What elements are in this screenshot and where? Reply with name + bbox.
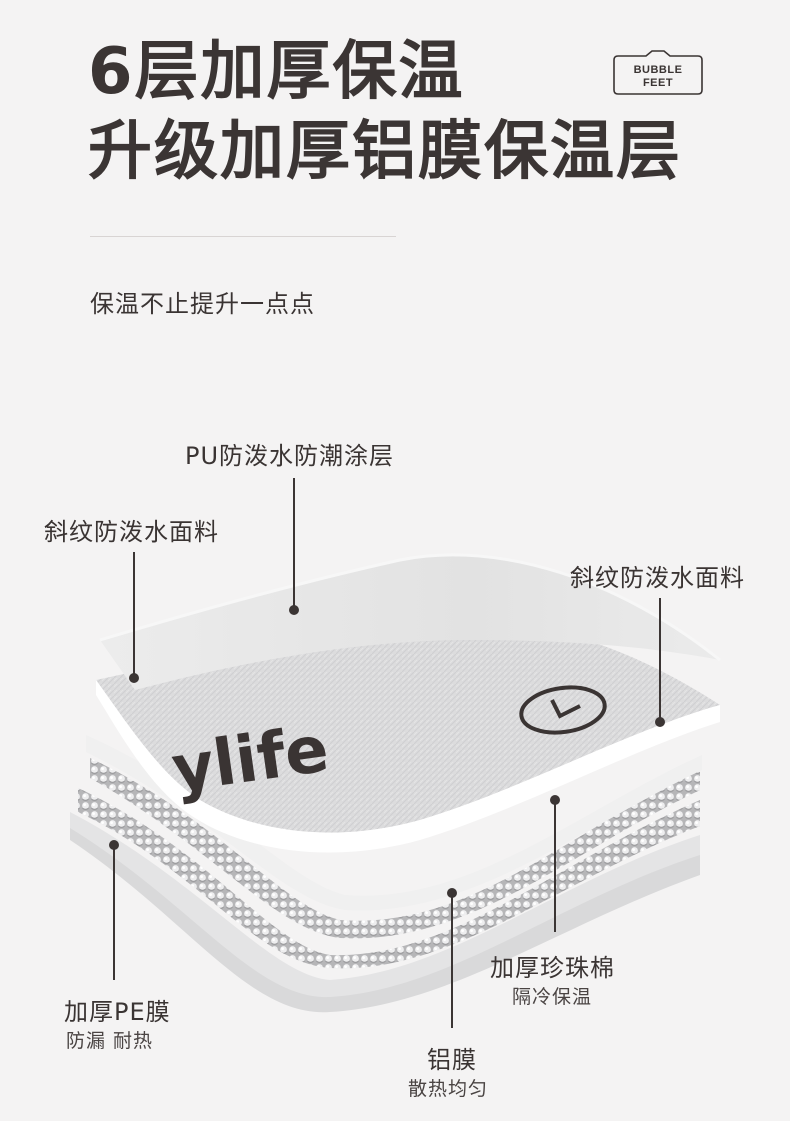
headline-line-1: 6层加厚保温: [88, 35, 465, 109]
headline-line-2: 升级加厚铝膜保温层: [88, 115, 682, 189]
label-aluminum-film-desc: 散热均匀: [408, 1078, 489, 1100]
label-twill-right: 斜纹防泼水面料: [570, 564, 745, 592]
brand-logo-line-1: BUBBLE: [633, 64, 683, 76]
subtitle: 保温不止提升一点点: [90, 290, 315, 318]
fabric-clock-print: [519, 685, 607, 735]
pe-film-layer: [70, 822, 700, 1013]
label-pe-film: 加厚PE膜: [64, 998, 171, 1026]
aluminum-foil-layer: [78, 788, 700, 969]
label-pu-coating: PU防泼水防潮涂层: [185, 442, 395, 470]
twill-fabric-layer: [96, 618, 720, 833]
label-twill-left: 斜纹防泼水面料: [44, 518, 219, 546]
pu-coating-layer: [100, 554, 720, 690]
brand-logo: BUBBLE FEET: [612, 50, 704, 96]
label-aluminum-film: 铝膜: [427, 1046, 477, 1074]
label-pe-film-desc: 防漏 耐热: [66, 1030, 154, 1052]
leader-lines: [113, 478, 661, 1028]
leader-dots: [109, 605, 665, 898]
pearl-cotton-layer: [90, 758, 700, 939]
divider: [90, 236, 396, 237]
brand-logo-line-2: FEET: [642, 77, 674, 89]
label-pearl-cotton-desc: 隔冷保温: [512, 986, 593, 1008]
label-pearl-cotton: 加厚珍珠棉: [490, 954, 615, 982]
